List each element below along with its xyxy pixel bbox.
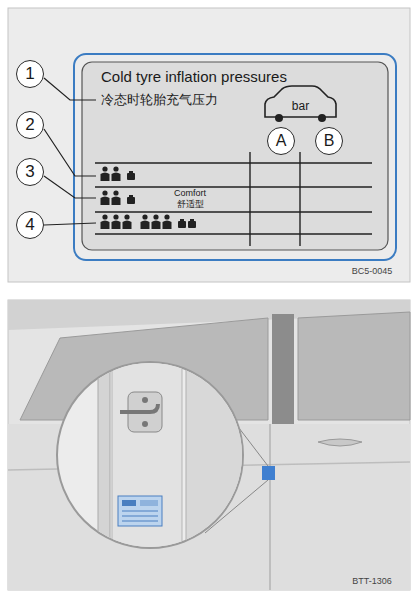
figure-code: BC5-0045 xyxy=(351,267,394,277)
column-letter: A xyxy=(267,127,295,155)
label-location xyxy=(262,466,275,480)
callout-number: 4 xyxy=(16,211,44,239)
door-gap xyxy=(269,424,270,590)
tyre-pressure-label: Cold tyre inflation pressures 冷态时轮胎充气压力 A B xyxy=(82,62,388,250)
door-pillar-detail xyxy=(98,360,246,560)
b-pillar xyxy=(272,314,294,426)
figure-code: BTT-1306 xyxy=(351,577,393,587)
rear-window xyxy=(298,312,410,420)
car-wheel xyxy=(275,114,283,122)
node-text: A xyxy=(276,132,287,150)
door-handle xyxy=(318,439,362,446)
panel-ground xyxy=(8,8,410,282)
node-text: 4 xyxy=(25,216,34,235)
node-text: B xyxy=(324,132,335,150)
label-title-chinese: 冷态时轮胎充气压力 xyxy=(101,93,218,107)
pressure-table xyxy=(95,152,372,246)
row-label-chinese: 舒适型 xyxy=(176,200,205,210)
leader-lines xyxy=(44,78,96,225)
callout-number: 2 xyxy=(16,111,44,139)
row-label: Comfort xyxy=(173,189,207,199)
car-wheel xyxy=(318,114,326,122)
callout-number: 3 xyxy=(16,158,44,186)
panel-ground xyxy=(8,300,410,590)
unit-label: bar xyxy=(291,100,310,113)
tyre-label xyxy=(82,62,388,250)
label-title: Cold tyre inflation pressures xyxy=(101,69,287,86)
node-text: 1 xyxy=(25,65,34,84)
node-text: 3 xyxy=(25,163,34,182)
column-letter: B xyxy=(315,127,343,155)
node-text: 2 xyxy=(25,116,34,135)
label-frame xyxy=(74,54,396,260)
car-icon xyxy=(265,86,336,117)
callout-number: 1 xyxy=(16,60,44,88)
